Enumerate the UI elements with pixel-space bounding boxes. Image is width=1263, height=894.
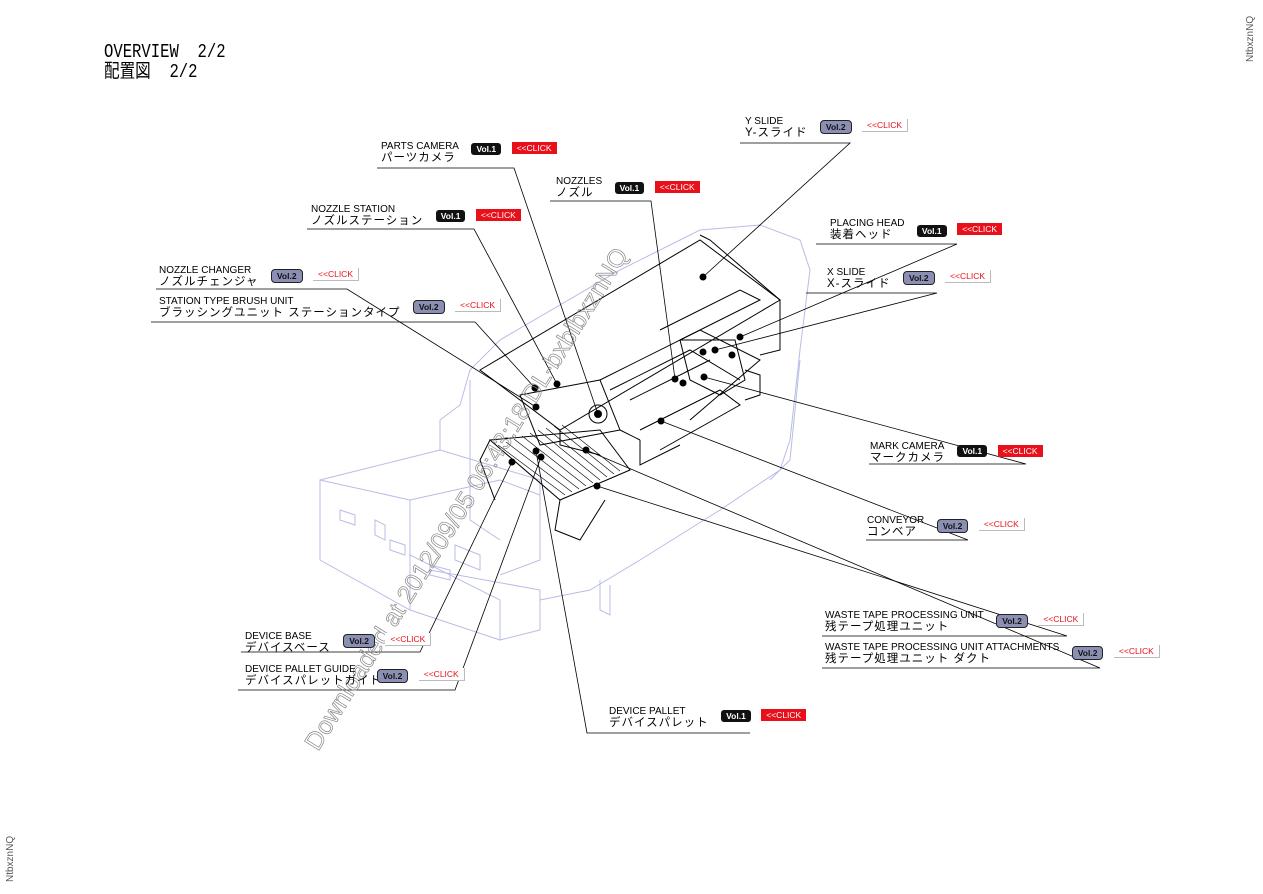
machine-outline: [319, 224, 811, 641]
vol-badge: Vol.1: [471, 143, 502, 155]
click-link[interactable]: <<CLICK: [945, 270, 992, 283]
mechanism: [479, 234, 781, 541]
vol-badge: Vol.1: [721, 710, 751, 722]
vol-badge: Vol.1: [614, 182, 645, 194]
vol-badge: Vol.2: [1071, 646, 1104, 660]
click-link[interactable]: <<CLICK: [385, 633, 432, 646]
click-link[interactable]: <<CLICK: [957, 223, 1003, 235]
click-link[interactable]: <<CLICK: [761, 709, 807, 721]
vol-badge: Vol.2: [936, 519, 969, 533]
vol-badge: Vol.2: [902, 271, 935, 285]
click-link[interactable]: <<CLICK: [1038, 613, 1085, 626]
vol-badge: Vol.2: [819, 120, 852, 134]
click-link[interactable]: <<CLICK: [313, 268, 359, 281]
vol-badge: Vol.2: [270, 269, 303, 283]
leader-dots: [508, 273, 744, 490]
click-link[interactable]: <<CLICK: [862, 119, 909, 132]
click-link[interactable]: <<CLICK: [511, 142, 557, 154]
leader-lines: [151, 142, 1101, 734]
click-link[interactable]: <<CLICK: [418, 668, 465, 681]
vol-badge: Vol.2: [412, 300, 445, 314]
parts-camera-shape: [588, 404, 608, 424]
vol-badge: Vol.1: [435, 210, 466, 222]
vol-badge: Vol.2: [343, 634, 375, 648]
click-link[interactable]: <<CLICK: [997, 445, 1043, 457]
vol-badge: Vol.2: [996, 614, 1028, 628]
click-link[interactable]: <<CLICK: [654, 181, 700, 193]
vol-badge: Vol.1: [916, 225, 947, 237]
vol-badge: Vol.2: [376, 669, 409, 683]
click-link[interactable]: <<CLICK: [1113, 645, 1160, 658]
click-link[interactable]: <<CLICK: [455, 299, 502, 312]
click-link[interactable]: <<CLICK: [978, 518, 1025, 531]
click-link[interactable]: <<CLICK: [475, 209, 521, 221]
vol-badge: Vol.1: [957, 445, 988, 457]
